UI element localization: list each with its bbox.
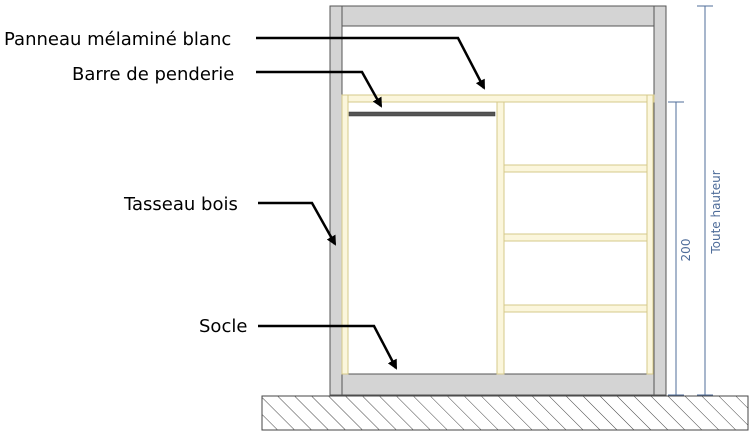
wood-frame xyxy=(341,94,655,375)
rod-label: Barre de penderie xyxy=(72,64,234,85)
rod-leader xyxy=(256,70,383,108)
panel-leader xyxy=(256,36,486,90)
ground-hatch xyxy=(261,395,749,431)
hanging-rod xyxy=(348,111,496,117)
callout-leaders xyxy=(256,36,486,370)
base-panel xyxy=(341,373,655,396)
cleat-leader xyxy=(258,201,337,246)
shelf-3 xyxy=(503,304,648,313)
dimension-full-height-label: Toute hauteur xyxy=(709,170,723,254)
panel-label: Panneau mélaminé blanc xyxy=(4,29,231,50)
shelf-2 xyxy=(503,233,648,242)
base-label: Socle xyxy=(199,316,247,337)
top-cleat xyxy=(341,94,655,103)
base-leader xyxy=(258,324,398,370)
dimension-full-height xyxy=(697,5,713,396)
right-side-panel xyxy=(653,5,667,396)
left-side-panel xyxy=(329,5,343,396)
left-cleat xyxy=(341,94,349,375)
shelf-1 xyxy=(503,164,648,173)
top-panel xyxy=(341,5,655,27)
melamine-panels xyxy=(329,5,667,396)
dimension-200-label: 200 xyxy=(679,239,693,262)
cleat-label: Tasseau bois xyxy=(123,194,238,215)
dimension-200 xyxy=(668,101,684,396)
divider-cleat xyxy=(496,101,505,375)
right-cleat xyxy=(646,94,654,375)
